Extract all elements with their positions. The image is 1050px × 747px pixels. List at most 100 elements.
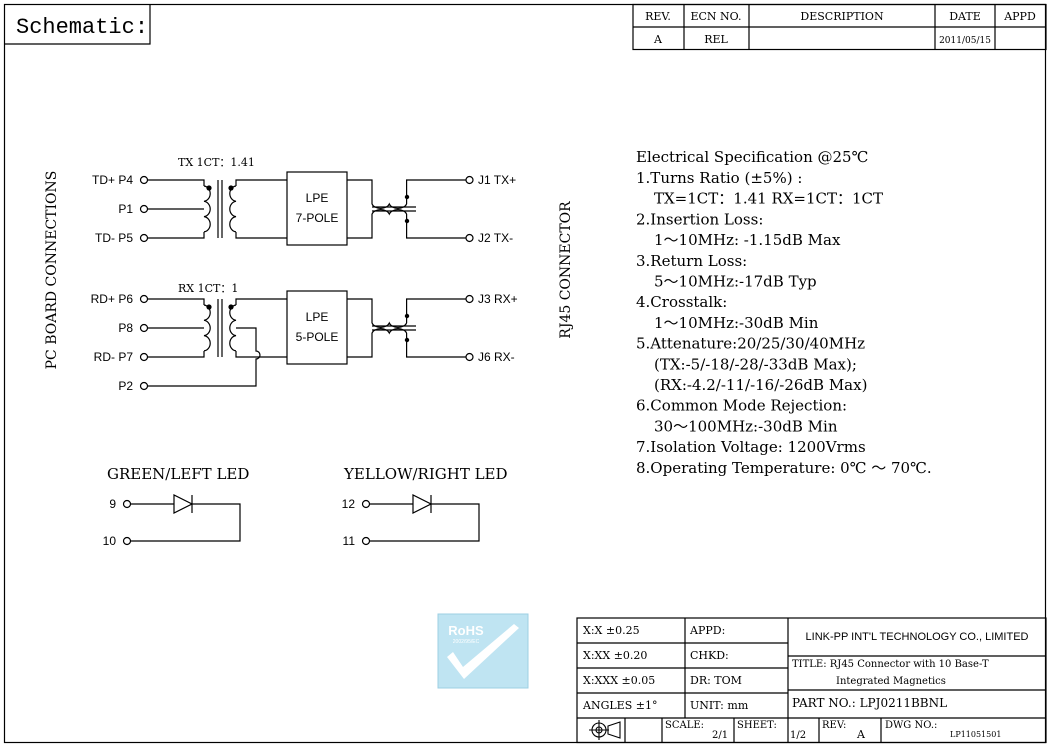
tx-channel: TX 1CT：1.41 TD+ P4 P1 TD- P5 (92, 156, 516, 246)
title-block-grid (576, 617, 1047, 744)
frame-lines (3, 3, 1047, 744)
rx-ratio-label: RX 1CT：1 (178, 282, 238, 295)
company-name: LINK-PP INT'L TECHNOLOGY CO., LIMITED (806, 631, 1029, 643)
sheet-label: SHEET: (737, 720, 777, 731)
rx-cmc-dot-bottom (404, 337, 410, 343)
rx-pin-p2-terminal (139, 381, 149, 391)
title-block-text: X:X ±0.25 X:XX ±0.20 X:XXX ±0.05 ANGLES … (582, 624, 1001, 741)
rev-value-title-block: A (856, 728, 866, 741)
sheet-value: 1/2 (790, 730, 806, 741)
spec-line: (RX:-4.2/-11/-16/-26dB Max) (654, 376, 867, 394)
unit-field: UNIT: mm (690, 699, 749, 712)
tx-pin-p4-label: TD+ P4 (92, 173, 133, 187)
j6-terminal (465, 352, 474, 362)
rx-pin-p7-terminal (139, 352, 149, 362)
spec-line: TX=1CT：1.41 RX=1CT：1CT (654, 190, 883, 208)
rohs-sub-label: 2002/95/EC (453, 639, 480, 645)
green-led-title: GREEN/LEFT LED (107, 465, 249, 483)
rohs-badge: RoHS 2002/95/EC (437, 613, 529, 689)
yellow-led-diode (412, 494, 433, 514)
electrical-specification: Electrical Specification @25℃ 1.Turns Ra… (636, 148, 932, 477)
tx-pin-p1-label: P1 (118, 202, 133, 216)
tx-filter-label-1: LPE (306, 191, 329, 205)
spec-line: 4.Crosstalk: (636, 293, 727, 311)
spec-line: 7.Isolation Voltage: 1200Vrms (636, 438, 866, 456)
rx-primary-dot (206, 304, 212, 310)
tx-cmc-dot-bottom (404, 218, 410, 224)
spec-line: 1～10MHz: -1.15dB Max (654, 231, 841, 249)
tx-ratio-label: TX 1CT：1.41 (178, 156, 255, 169)
tx-primary-dot (206, 185, 212, 191)
rev-header: REV. (645, 10, 671, 23)
tx-lpe-filter (286, 171, 348, 246)
rx-pin-p2-label: P2 (118, 379, 133, 393)
j6-rx-minus-label: J6 RX- (478, 350, 515, 364)
rx-secondary-dot (228, 304, 234, 310)
tx-pin-p4-terminal (139, 175, 149, 185)
chkd-field: CHKD: (690, 649, 729, 662)
dwg-label: DWG NO.: (885, 720, 937, 731)
j3-rx-plus-label: J3 RX+ (478, 292, 518, 306)
rx-lpe-filter (286, 290, 348, 365)
rx-pin-p8-label: P8 (118, 321, 133, 335)
tx-filter-label-2: 7-POLE (296, 211, 339, 225)
tolerance-x: X:X ±0.25 (583, 624, 640, 637)
rev-value: A (653, 33, 663, 46)
tolerance-xxx: X:XXX ±0.05 (583, 674, 655, 687)
scale-label: SCALE: (665, 720, 704, 731)
spec-line: (TX:-5/-18/-28/-33dB Max); (654, 355, 857, 373)
date-value: 2011/05/15 (939, 36, 991, 46)
title-line-2: Integrated Magnetics (836, 676, 946, 687)
j3-terminal (465, 294, 474, 304)
led-pin-9-label: 9 (109, 497, 116, 511)
rohs-label: RoHS (448, 623, 484, 638)
led-pin-11-label: 11 (343, 534, 356, 548)
rx-secondary-coil (229, 304, 237, 352)
j1-terminal (465, 175, 474, 185)
j2-terminal (465, 233, 474, 243)
ecn-value: REL (704, 33, 728, 46)
spec-line: 8.Operating Temperature: 0℃ ～ 70℃. (636, 459, 932, 477)
pc-board-label: PC BOARD CONNECTIONS (44, 171, 60, 370)
tx-secondary-coil (229, 185, 237, 233)
rj45-connector-label: RJ45 CONNECTOR (558, 201, 574, 339)
page-title: Schematic: (16, 15, 148, 40)
dwg-value: LP11051501 (950, 730, 1001, 739)
revision-table: REV. ECN NO. DESCRIPTION DATE APPD A REL… (645, 10, 1036, 46)
rx-cmc-dot-top (404, 313, 410, 319)
green-led-circuit: GREEN/LEFT LED 9 10 (103, 465, 250, 548)
j2-tx-minus-label: J2 TX- (478, 231, 513, 245)
rx-pin-p8-terminal (139, 323, 149, 333)
spec-line: 6.Common Mode Rejection: (636, 397, 847, 415)
tx-pin-p5-label: TD- P5 (95, 231, 133, 245)
spec-line: 1.Turns Ratio (±5%) : (636, 169, 802, 187)
tx-cmc-bottom (371, 209, 408, 216)
spec-line: 1～10MHz:-30dB Min (654, 314, 819, 332)
rx-filter-label-1: LPE (306, 310, 329, 324)
tolerance-angles: ANGLES ±1° (582, 699, 657, 712)
rx-cmc-top (371, 321, 408, 328)
rx-primary-coil (203, 304, 211, 352)
part-number-field: PART NO.: LPJ0211BBNL (792, 696, 947, 710)
scale-value: 2/1 (712, 730, 728, 741)
spec-line: 3.Return Loss: (636, 252, 747, 270)
rx-pin-p6-terminal (139, 294, 149, 304)
projection-symbol-icon (589, 720, 621, 740)
tx-pin-p1-terminal (139, 204, 149, 214)
rx-channel: RX 1CT：1 RD+ P6 P8 RD- P7 P2 (91, 282, 518, 393)
rx-cmc-bottom (371, 328, 408, 335)
tx-cmc-top (371, 202, 408, 209)
description-header: DESCRIPTION (800, 10, 884, 23)
drawn-by-field: DR: TOM (690, 674, 742, 687)
led-pin-12-label: 12 (342, 497, 356, 511)
yellow-led-title: YELLOW/RIGHT LED (343, 465, 508, 483)
led-pin-10-label: 10 (103, 534, 117, 548)
tx-pin-p5-terminal (139, 233, 149, 243)
spec-title: Electrical Specification @25℃ (636, 148, 868, 166)
rx-center-tap-wire (147, 327, 261, 387)
tx-secondary-dot (228, 185, 234, 191)
spec-line: 5～10MHz:-17dB Typ (654, 273, 817, 291)
rx-pin-p6-label: RD+ P6 (91, 292, 134, 306)
date-header: DATE (949, 10, 981, 23)
